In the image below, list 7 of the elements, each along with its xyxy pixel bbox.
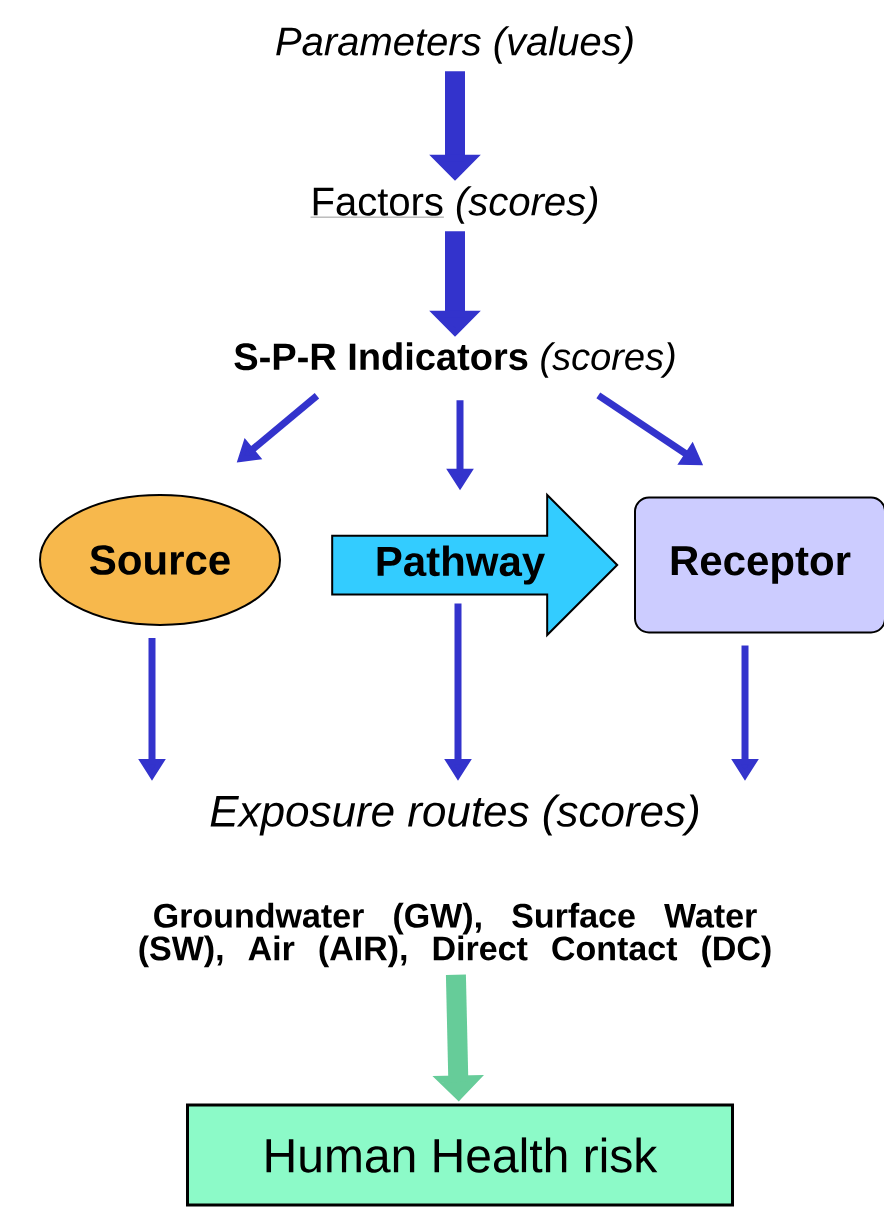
route-list-text: Groundwater (GW), Surface Water (SW), Air (AIR), Direct Contact (DC) — [139, 902, 771, 968]
heading-text: Parameters (values) — [276, 26, 633, 64]
receptor-box: Receptor — [634, 496, 884, 634]
heading-text: S-P-R Indicators (scores) — [234, 342, 675, 378]
risk-box: Human Health risk — [186, 1103, 734, 1207]
heading-text: Exposure routes (scores) — [210, 794, 699, 836]
heading-text: Factors (scores) — [310, 186, 598, 224]
